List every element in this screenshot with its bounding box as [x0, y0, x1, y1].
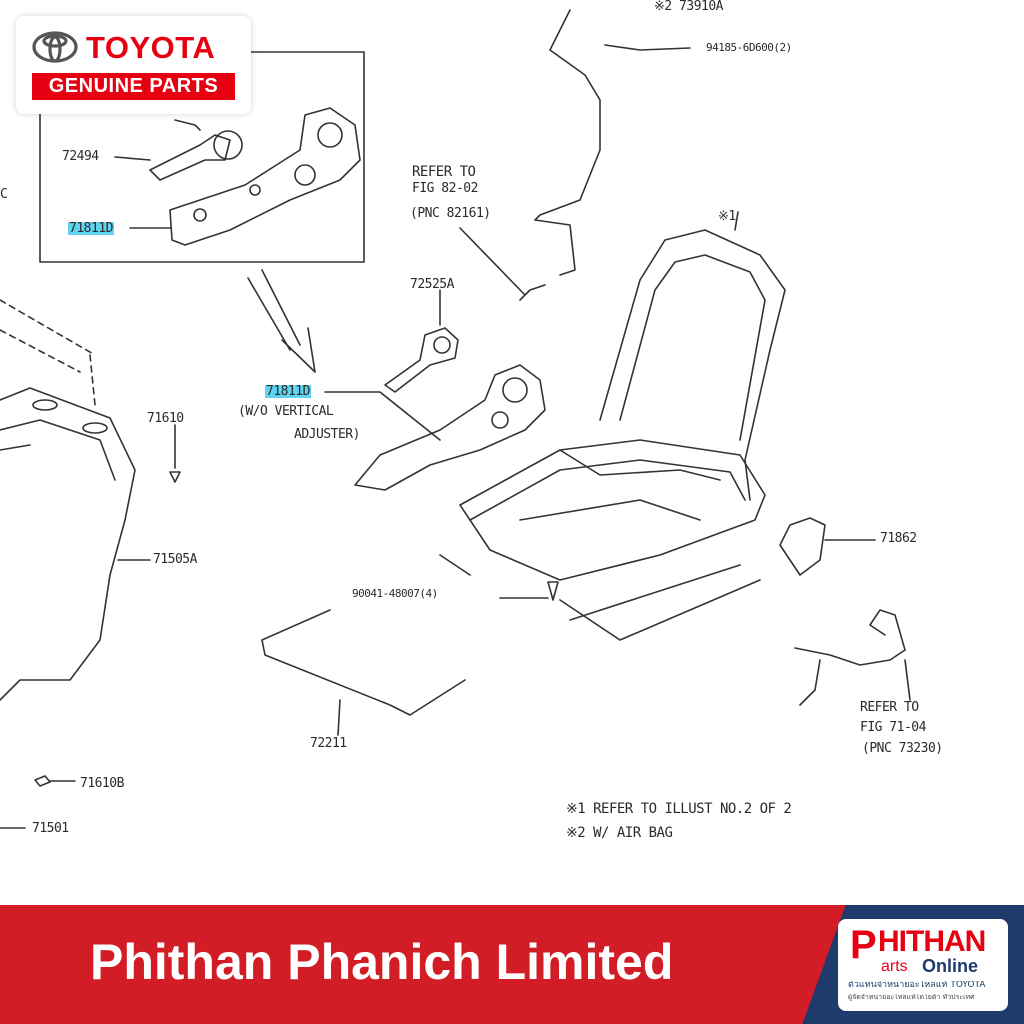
part-72525a-shape [384, 327, 459, 393]
buckle-harness [794, 609, 906, 666]
label-refer1-line3: (PNC 82161) [410, 206, 491, 221]
part-71811d-main-shape [354, 364, 546, 491]
badge-arts: arts [881, 958, 908, 975]
part-71811d-inset-shape [169, 107, 361, 246]
label-71505a: 71505A [153, 552, 197, 567]
parts-diagram: ※2 73910A 94185-6D600(2) REFER TO FIG 82… [0, 0, 943, 841]
company-name: Phithan Phanich Limited [90, 934, 674, 990]
part-71505a-shape [0, 387, 136, 701]
badge-hithan: HITHAN [878, 925, 986, 958]
label-90041: 90041-48007(4) [352, 587, 438, 600]
label-71610: 71610 [147, 411, 184, 426]
logo-subtitle: GENUINE PARTS [32, 73, 235, 100]
seat-cushion-frame [459, 439, 766, 581]
label-refer1-line2: FIG 82-02 [412, 181, 478, 196]
label-94185: 94185-6D600(2) [706, 41, 792, 54]
badge-tagline: ตัวแทนจำหน่ายอะไหล่แท้ TOYOTA [848, 981, 986, 990]
toyota-logo: TOYOTA GENUINE PARTS [16, 16, 251, 114]
label-refer2-line3: (PNC 73230) [862, 741, 943, 756]
label-refer1-line1: REFER TO [412, 164, 476, 180]
label-note1-marker: ※1 [718, 209, 736, 224]
airbag-harness [534, 9, 601, 276]
part-71862-shape [779, 517, 826, 576]
footer-banner: Phithan Phanich Limited P HITHAN arts On… [0, 905, 1024, 1024]
label-71862: 71862 [880, 531, 917, 546]
seat-back-frame [599, 229, 786, 501]
logo-brand: TOYOTA [86, 30, 216, 65]
label-edge-c: C [0, 187, 8, 202]
diagram-drawing [0, 9, 911, 829]
label-71811d-note1: (W/O VERTICAL [238, 404, 334, 419]
phithan-badge: P HITHAN arts Online ตัวแทนจำหน่ายอะไหล่… [838, 919, 1008, 1011]
label-refer2-line2: FIG 71-04 [860, 720, 926, 735]
label-73910a: ※2 73910A [654, 0, 724, 14]
part-72494-shape [149, 134, 231, 181]
badge-online: Online [922, 956, 979, 976]
badge-letter-p: P [850, 923, 877, 967]
footnote-2: ※2 W/ AIR BAG [566, 825, 673, 841]
label-72525a: 72525A [410, 277, 454, 292]
footnote-1: ※1 REFER TO ILLUST NO.2 OF 2 [566, 801, 792, 817]
label-refer2-line1: REFER TO [860, 700, 919, 715]
label-71811d-inset: 71811D [68, 221, 114, 236]
toyota-emblem-icon [32, 31, 78, 63]
part-72211-shape [261, 609, 466, 716]
badge-subtagline: ผู้จัดจำหน่ายอะไหล่แท้โตโยต้า ทั่วประเทศ [848, 994, 975, 1001]
label-72494: 72494 [62, 149, 99, 164]
label-71811d-note2: ADJUSTER) [294, 427, 360, 442]
label-71501: 71501 [32, 821, 69, 836]
label-72211: 72211 [310, 736, 347, 751]
label-71610b: 71610B [80, 776, 124, 791]
label-71811d-main: 71811D [265, 384, 311, 399]
